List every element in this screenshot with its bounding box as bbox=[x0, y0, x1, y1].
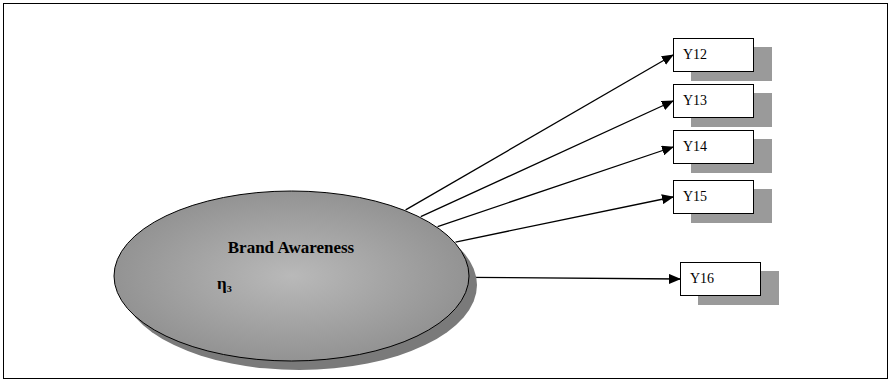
latent-construct: Brand Awareness η₃ bbox=[113, 190, 470, 362]
indicator-box: Y13 bbox=[673, 84, 754, 118]
construct-name: Brand Awareness bbox=[228, 238, 354, 258]
loading-arrow bbox=[455, 197, 673, 242]
indicator-label: Y12 bbox=[674, 39, 753, 63]
indicator-label: Y13 bbox=[674, 85, 753, 109]
indicator-label: Y16 bbox=[681, 263, 760, 287]
ellipse-outline bbox=[113, 190, 470, 362]
indicator-box: Y15 bbox=[673, 180, 754, 214]
indicator-box: Y16 bbox=[680, 262, 761, 296]
loading-arrow bbox=[406, 55, 673, 210]
loading-arrow bbox=[470, 277, 680, 279]
loading-arrow bbox=[438, 147, 673, 227]
loading-arrow bbox=[421, 101, 673, 217]
indicator-box: Y14 bbox=[673, 130, 754, 164]
construct-symbol: η₃ bbox=[217, 274, 232, 294]
indicator-box: Y12 bbox=[673, 38, 754, 72]
indicator-label: Y15 bbox=[674, 181, 753, 205]
indicator-label: Y14 bbox=[674, 131, 753, 155]
